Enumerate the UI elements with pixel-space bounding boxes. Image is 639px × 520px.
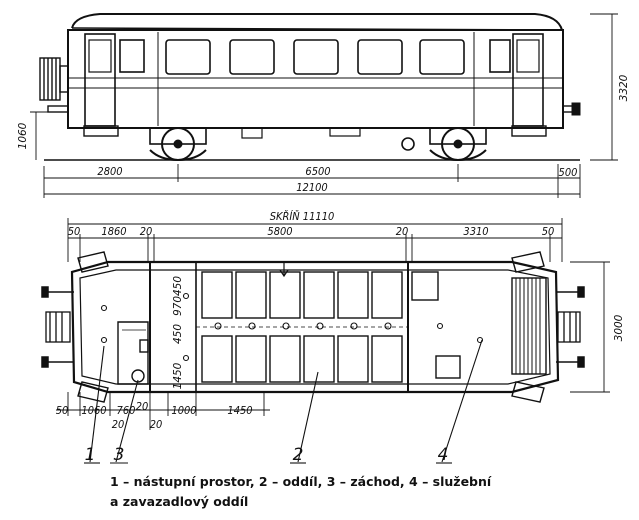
legend-line-2: a zavazadlový oddíl (110, 494, 249, 509)
bogie-left (149, 127, 207, 162)
side-windows (119, 39, 511, 75)
dim-end-overhang: 500 (559, 166, 578, 179)
callout-3: 3 (114, 445, 125, 465)
plan-bottom-dimension-lines (56, 392, 270, 430)
dim-inner-2: 970 (172, 296, 184, 316)
dim-top-5: 20 (396, 225, 409, 238)
side-dimension-lines (30, 13, 618, 198)
plan-bellows-left (45, 311, 71, 343)
dim-top-7: 50 (542, 225, 555, 238)
dim-top-6: 3310 (463, 225, 488, 238)
dim-bottom-3: 760 (117, 404, 136, 417)
legend-caption: 1 – nástupní prostor, 2 – oddíl, 3 – zác… (110, 472, 590, 512)
plan-bellows-right (557, 311, 581, 343)
dim-inner-1: 450 (172, 276, 184, 296)
plan-outline (70, 260, 560, 394)
dim-bogie-offset: 2800 (97, 165, 122, 178)
dim-width: 3000 (613, 314, 625, 341)
dim-bottom-1: 50 (56, 404, 69, 417)
callout-1: 1 (85, 445, 96, 465)
bogie-right (401, 127, 487, 162)
dim-bottom-7: 1000 (171, 404, 196, 417)
dim-inner-4: 1450 (172, 362, 184, 389)
side-view (39, 13, 581, 162)
toilet-compartment (117, 321, 149, 385)
bellows-left (39, 57, 69, 101)
dim-height-total: 3320 (618, 74, 630, 101)
callout-4: 4 (438, 445, 449, 465)
body-label: SKŘÍŇ 11110 (270, 210, 335, 223)
dim-top-3: 20 (140, 225, 153, 238)
dim-height-floor: 1060 (17, 122, 29, 149)
table-posts (100, 292, 484, 362)
luggage-grating (511, 277, 547, 375)
seats-bottom (201, 335, 461, 383)
seats-top (201, 271, 439, 319)
callout-leaders (84, 339, 483, 464)
dim-top-2: 1860 (101, 225, 126, 238)
dim-inner-3: 450 (172, 324, 184, 344)
legend-line-1: 1 – nástupní prostor, 2 – oddíl, 3 – zác… (110, 474, 492, 489)
dim-bottom-5: 20 (136, 400, 149, 413)
plan-buffers (41, 286, 585, 368)
plan-width-dimension (570, 261, 610, 393)
dim-top-1: 50 (68, 225, 81, 238)
roof-outline (71, 13, 563, 31)
car-body (67, 29, 564, 129)
dim-top-4: 5800 (267, 225, 292, 238)
callout-2: 2 (293, 445, 304, 465)
dim-wheelbase: 6500 (305, 165, 330, 178)
dim-bottom-8: 1450 (227, 404, 252, 417)
plan-view (41, 251, 585, 403)
dim-length-total: 12100 (296, 181, 327, 194)
dim-bottom-4: 20 (112, 418, 125, 431)
corner-steps (77, 251, 545, 403)
dim-bottom-2: 1060 (81, 404, 106, 417)
dim-bottom-6: 20 (150, 418, 163, 431)
